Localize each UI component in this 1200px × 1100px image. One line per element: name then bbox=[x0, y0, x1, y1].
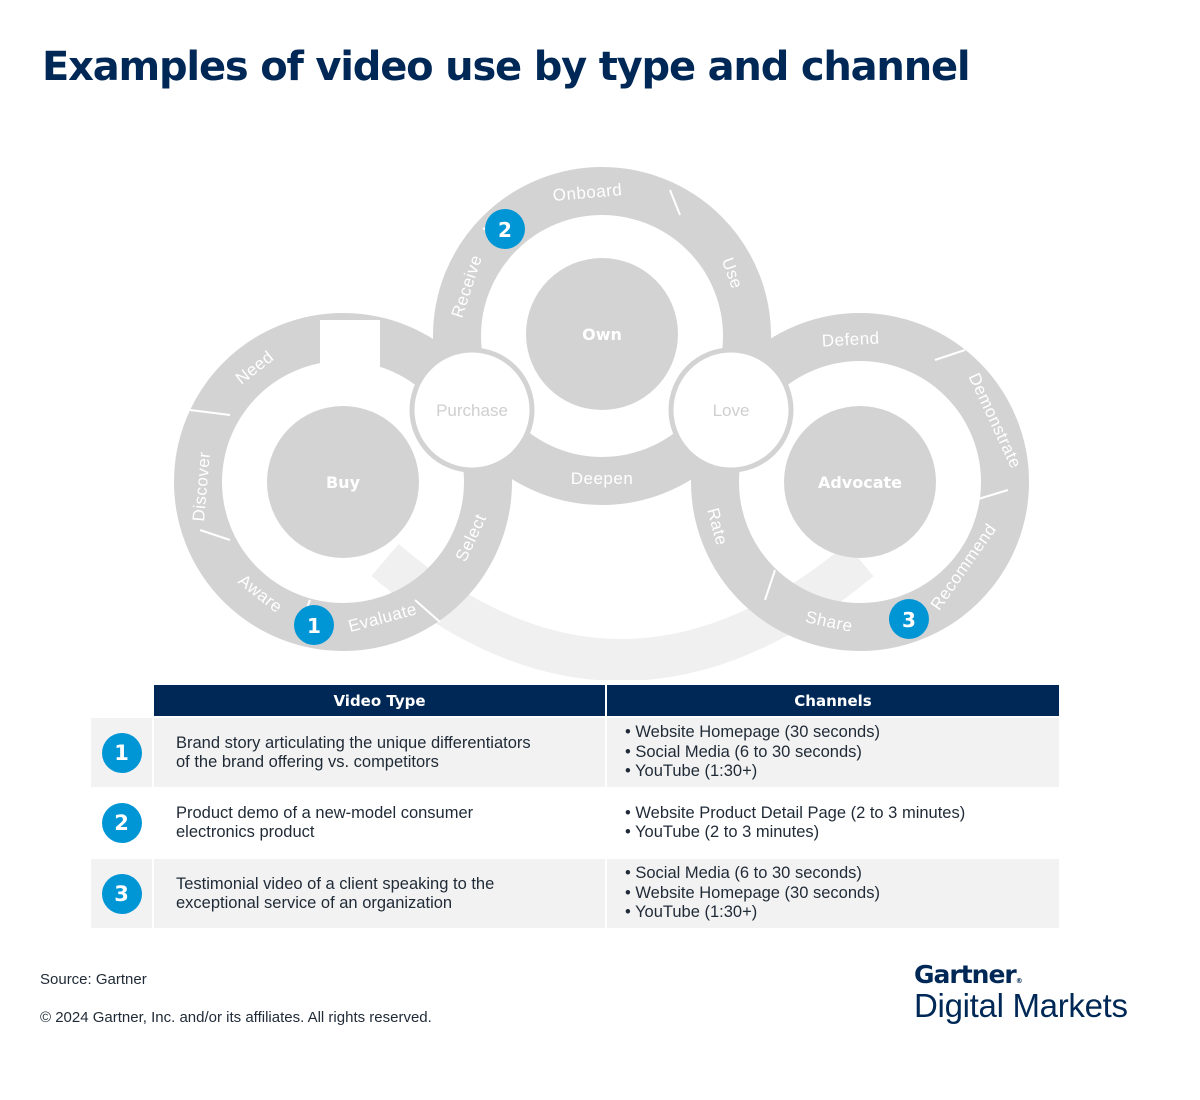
love-node: Love bbox=[668, 347, 794, 473]
own-loop bbox=[433, 167, 771, 505]
channel-item: • Website Homepage (30 seconds) bbox=[625, 723, 880, 742]
table-row: 2 Product demo of a new-model consumer e… bbox=[91, 789, 1059, 857]
logo-gartner: Gartner bbox=[914, 960, 1017, 989]
row-number-badge: 1 bbox=[101, 732, 142, 773]
channels-cell: • Website Homepage (30 seconds) • Social… bbox=[607, 718, 1059, 787]
channels-cell: • Social Media (6 to 30 seconds) • Websi… bbox=[607, 859, 1059, 928]
header-channels: Channels bbox=[607, 685, 1059, 716]
svg-text:Purchase: Purchase bbox=[436, 401, 508, 420]
svg-text:2: 2 bbox=[498, 218, 512, 242]
video-type-cell: Brand story articulating the unique diff… bbox=[154, 718, 605, 787]
badge-2: 2 bbox=[485, 209, 525, 249]
source-note: Source: Gartner bbox=[40, 971, 147, 988]
channels-cell: • Website Product Detail Page (2 to 3 mi… bbox=[607, 789, 1059, 857]
channel-item: • YouTube (1:30+) bbox=[625, 762, 758, 781]
svg-text:Own: Own bbox=[582, 325, 622, 344]
row-number-badge: 2 bbox=[101, 803, 142, 843]
badge-3: 3 bbox=[889, 599, 929, 639]
video-type-table: Video Type Channels 1 Brand story articu… bbox=[91, 685, 1059, 928]
channel-item: • Website Homepage (30 seconds) bbox=[625, 883, 880, 902]
svg-text:Buy: Buy bbox=[326, 473, 361, 492]
video-type-cell: Testimonial video of a client speaking t… bbox=[154, 859, 605, 928]
channel-item: • Website Product Detail Page (2 to 3 mi… bbox=[625, 803, 966, 822]
svg-text:1: 1 bbox=[307, 614, 321, 638]
table-row: 1 Brand story articulating the unique di… bbox=[91, 718, 1059, 787]
video-type-cell: Product demo of a new-model consumer ele… bbox=[154, 789, 605, 857]
svg-text:Advocate: Advocate bbox=[818, 473, 902, 492]
svg-text:Defend: Defend bbox=[821, 329, 880, 351]
advocate-loop bbox=[691, 313, 1029, 651]
header-video-type: Video Type bbox=[154, 685, 605, 716]
svg-text:Love: Love bbox=[713, 401, 750, 420]
channel-item: • Social Media (6 to 30 seconds) bbox=[625, 864, 862, 883]
copyright-note: © 2024 Gartner, Inc. and/or its affiliat… bbox=[40, 1009, 432, 1026]
page-title: Examples of video use by type and channe… bbox=[42, 44, 971, 90]
gartner-digital-markets-logo: Gartner® Digital Markets bbox=[914, 960, 1128, 1025]
svg-text:Deepen: Deepen bbox=[571, 469, 634, 488]
row-number-badge: 3 bbox=[101, 873, 142, 914]
customer-journey-diagram: Purchase Love Buy Own Advocate Need Disc… bbox=[174, 167, 1029, 680]
registered-mark: ® bbox=[1015, 977, 1023, 985]
svg-text:3: 3 bbox=[902, 608, 916, 632]
channel-item: • Social Media (6 to 30 seconds) bbox=[625, 742, 862, 761]
logo-digital-markets: Digital Markets bbox=[914, 987, 1128, 1024]
table-header: Video Type Channels bbox=[91, 685, 1059, 716]
channel-item: • YouTube (1:30+) bbox=[625, 903, 758, 922]
badge-1: 1 bbox=[294, 605, 334, 645]
channel-item: • YouTube (2 to 3 minutes) bbox=[625, 823, 820, 841]
table-row: 3 Testimonial video of a client speaking… bbox=[91, 859, 1059, 928]
purchase-node: Purchase bbox=[409, 347, 535, 473]
